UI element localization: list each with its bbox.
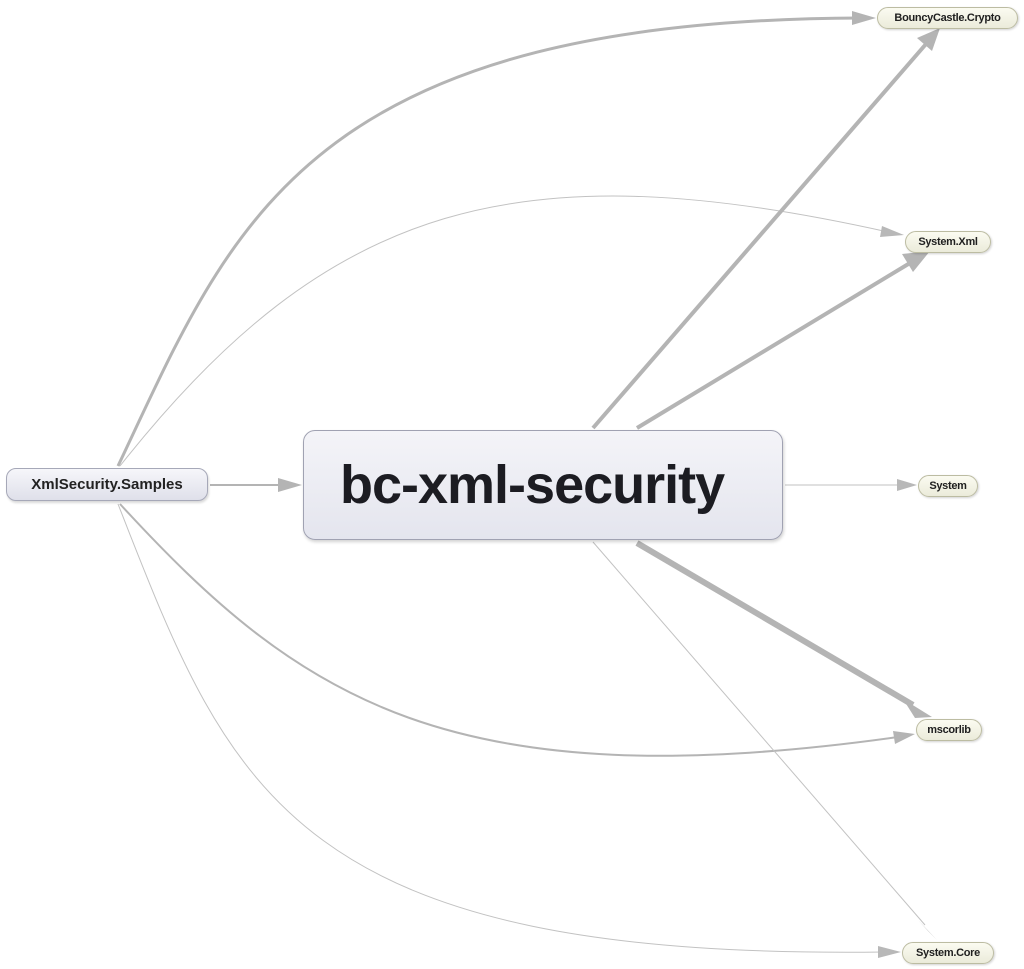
node-system-xml[interactable]: System.Xml bbox=[905, 231, 991, 253]
node-label: XmlSecurity.Samples bbox=[31, 476, 183, 493]
node-system[interactable]: System bbox=[918, 475, 978, 497]
arrowhead-samples-to-systemcore bbox=[878, 946, 901, 958]
node-label: System.Core bbox=[916, 947, 980, 959]
arrowhead-main-to-system bbox=[897, 479, 917, 491]
node-bouncycastle-crypto[interactable]: BouncyCastle.Crypto bbox=[877, 7, 1018, 29]
node-label: System.Xml bbox=[918, 236, 978, 248]
node-xmlsecurity-samples[interactable]: XmlSecurity.Samples bbox=[6, 468, 208, 501]
arrowhead-samples-to-bouncycastle bbox=[852, 11, 876, 25]
edge-samples-to-systemcore bbox=[117, 503, 885, 953]
edge-samples-to-systemxml bbox=[119, 195, 889, 467]
node-system-core[interactable]: System.Core bbox=[902, 942, 994, 964]
arrowhead-samples-to-systemxml bbox=[880, 226, 904, 237]
node-label: mscorlib bbox=[927, 724, 971, 736]
arrowhead-main-to-systemcore bbox=[918, 920, 937, 940]
arrowhead-main-to-bouncycastle bbox=[917, 28, 940, 51]
node-bc-xml-security[interactable]: bc-xml-security bbox=[303, 430, 783, 540]
arrowhead-main-to-mscorlib bbox=[903, 699, 932, 718]
edge-samples-to-bouncycastle bbox=[116, 16, 861, 467]
node-label: bc-xml-security bbox=[340, 455, 725, 515]
arrowhead-main-to-systemxml bbox=[902, 251, 930, 272]
arrowhead-samples-to-main bbox=[278, 478, 302, 492]
arrowhead-samples-to-mscorlib bbox=[893, 731, 915, 744]
node-mscorlib[interactable]: mscorlib bbox=[916, 719, 982, 741]
edge-main-to-systemcore bbox=[592, 541, 926, 926]
edge-main-to-bouncycastle bbox=[591, 42, 928, 430]
node-label: BouncyCastle.Crypto bbox=[894, 12, 1001, 24]
edge-main-to-mscorlib bbox=[635, 540, 915, 708]
edge-samples-to-mscorlib bbox=[119, 503, 899, 757]
edge-main-to-systemxml bbox=[635, 261, 912, 430]
node-label: System bbox=[929, 480, 967, 492]
